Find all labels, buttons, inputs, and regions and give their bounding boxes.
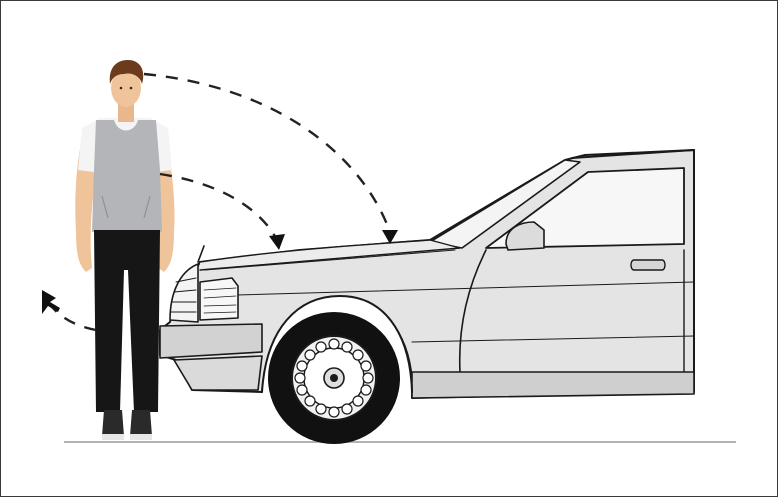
vest <box>92 120 162 232</box>
arrow-icon <box>42 290 60 314</box>
headlight <box>200 278 238 320</box>
hood-ornament <box>198 246 204 262</box>
car-icon <box>160 150 694 398</box>
wheel-icon <box>268 312 400 444</box>
hub-center <box>330 374 338 382</box>
eye <box>130 87 133 90</box>
grille <box>170 264 198 322</box>
door-handle <box>631 260 665 270</box>
lower-valance <box>174 356 262 390</box>
sight-line-middle <box>160 174 276 238</box>
sight-line-upper <box>144 74 390 232</box>
front-bumper <box>160 324 262 358</box>
eye <box>120 87 123 90</box>
shoe-sole <box>130 434 152 440</box>
trousers <box>94 230 160 412</box>
person-icon <box>75 60 174 440</box>
arrow-icon <box>269 234 285 250</box>
rocker-panel <box>412 372 694 398</box>
shoe-sole <box>102 434 124 440</box>
